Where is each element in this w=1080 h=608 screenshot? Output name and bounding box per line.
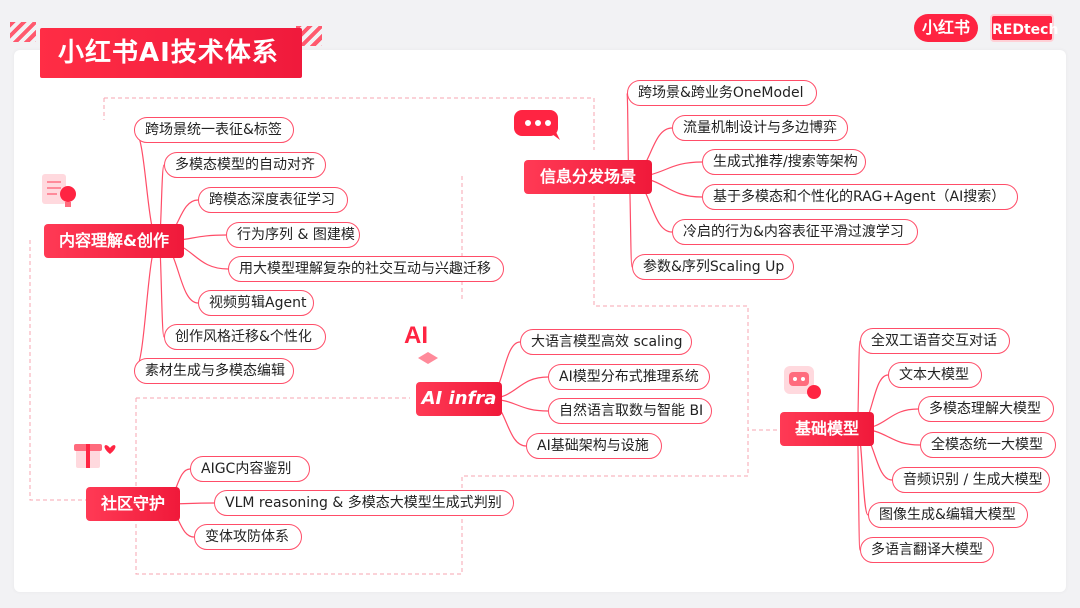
leaf-infra: AI基础架构与设施 [526,433,662,459]
leaf-content: 多模态模型的自动对齐 [164,152,326,178]
leaf-distribution: 流量机制设计与多边博弈 [672,115,848,141]
leaf-foundation: 图像生成&编辑大模型 [868,502,1028,528]
chat-bubble-icon [514,110,560,140]
leaf-content: 跨场景统一表征&标签 [134,117,294,143]
leaf-infra: AI模型分布式推理系统 [548,364,710,390]
leaf-community: AIGC内容鉴别 [190,456,310,482]
leaf-content: 用大模型理解复杂的社交互动与兴趣迁移 [228,256,504,282]
page-title: 小红书AI技术体系 [40,28,302,78]
redtech-logo: REDtech [990,14,1058,42]
leaf-foundation: 文本大模型 [888,362,982,388]
leaf-distribution: 参数&序列Scaling Up [632,254,794,280]
leaf-content: 行为序列 & 图建模 [226,222,360,248]
leaf-community: VLM reasoning & 多模态大模型生成式判别 [214,490,514,516]
leaf-foundation: 音频识别 / 生成大模型 [892,467,1050,493]
leaf-content: 视频剪辑Agent [198,290,314,316]
ai-icon-text: AI [404,322,428,349]
title-decoration [296,26,322,46]
hub-distribution: 信息分发场景 [524,160,652,194]
title-decoration [10,22,36,42]
leaf-foundation: 多语言翻译大模型 [860,537,994,563]
leaf-content: 素材生成与多模态编辑 [134,358,294,384]
leaf-content: 创作风格迁移&个性化 [164,324,326,350]
gift-heart-icon [74,444,116,468]
leaf-distribution: 跨场景&跨业务OneModel [627,80,817,106]
leaf-foundation: 多模态理解大模型 [918,396,1054,422]
leaf-distribution: 生成式推荐/搜索等架构 [702,149,866,175]
leaf-content: 跨模态深度表征学习 [198,187,348,213]
leaf-foundation: 全模态统一大模型 [920,432,1056,458]
hub-community-safety: 社区守护 [86,487,180,521]
hub-ai-infra: AI infra [416,382,502,416]
leaf-infra: 自然语言取数与智能 BI [548,398,712,424]
leaf-community: 变体攻防体系 [194,524,302,550]
hub-content-understanding: 内容理解&创作 [44,224,184,258]
robot-face-icon [784,366,821,399]
hub-foundation-models: 基础模型 [780,412,874,446]
leaf-infra: 大语言模型高效 scaling [520,329,692,355]
leaf-distribution: 冷启的行为&内容表征平滑过渡学习 [672,219,918,245]
lightbulb-doc-icon [42,174,76,207]
xiaohongshu-logo: 小红书 [914,14,978,42]
leaf-distribution: 基于多模态和个性化的RAG+Agent（AI搜索） [702,184,1018,210]
ai-chip-icon: AI [404,322,444,368]
leaf-foundation: 全双工语音交互对话 [860,328,1010,354]
